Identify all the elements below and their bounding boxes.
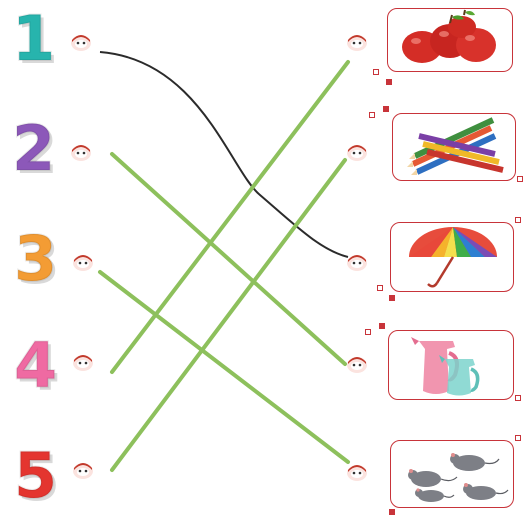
right-dot-apples[interactable] xyxy=(346,32,368,52)
left-dot-5[interactable] xyxy=(72,460,94,480)
right-dot-mice[interactable] xyxy=(346,462,368,482)
line-5-pencils xyxy=(110,158,347,472)
card-connector xyxy=(515,395,521,401)
card-connector xyxy=(515,435,521,441)
card-connector xyxy=(517,176,523,182)
card-umbrella[interactable] xyxy=(377,217,521,301)
card-connector xyxy=(365,329,371,335)
umbrella-picture xyxy=(409,227,497,288)
card-connector xyxy=(377,285,383,291)
right-dot-pencils[interactable] xyxy=(346,142,368,162)
card-jugs[interactable] xyxy=(365,323,521,401)
number-3: 3 xyxy=(13,222,58,295)
mice-picture xyxy=(408,453,509,502)
card-connector xyxy=(373,69,379,75)
card-apples[interactable] xyxy=(373,8,513,85)
number-2: 2 xyxy=(11,112,56,185)
right-dot-jugs[interactable] xyxy=(346,354,368,374)
card-mice[interactable] xyxy=(389,435,521,515)
number-4: 4 xyxy=(13,329,58,402)
card-corner-mark xyxy=(383,106,389,112)
left-dot-1[interactable] xyxy=(70,32,92,52)
colored-pencils-picture xyxy=(407,117,504,175)
right-dot-umbrella[interactable] xyxy=(346,252,368,272)
card-connector xyxy=(369,112,375,118)
line-3-mice xyxy=(98,270,350,464)
line-4-apples xyxy=(110,60,350,374)
line-2-jugs xyxy=(110,152,347,366)
card-connector xyxy=(515,217,521,223)
left-dot-2[interactable] xyxy=(70,142,92,162)
left-dot-4[interactable] xyxy=(72,352,94,372)
number-5: 5 xyxy=(13,439,58,512)
card-corner-mark xyxy=(389,509,395,515)
left-dot-3[interactable] xyxy=(72,252,94,272)
number-1: 1 xyxy=(11,2,56,75)
card-pencils[interactable] xyxy=(369,106,523,182)
card-corner-mark xyxy=(379,323,385,329)
card-corner-mark xyxy=(389,295,395,301)
card-corner-mark xyxy=(386,79,392,85)
apples-picture xyxy=(402,9,496,63)
jugs-picture xyxy=(411,337,480,396)
